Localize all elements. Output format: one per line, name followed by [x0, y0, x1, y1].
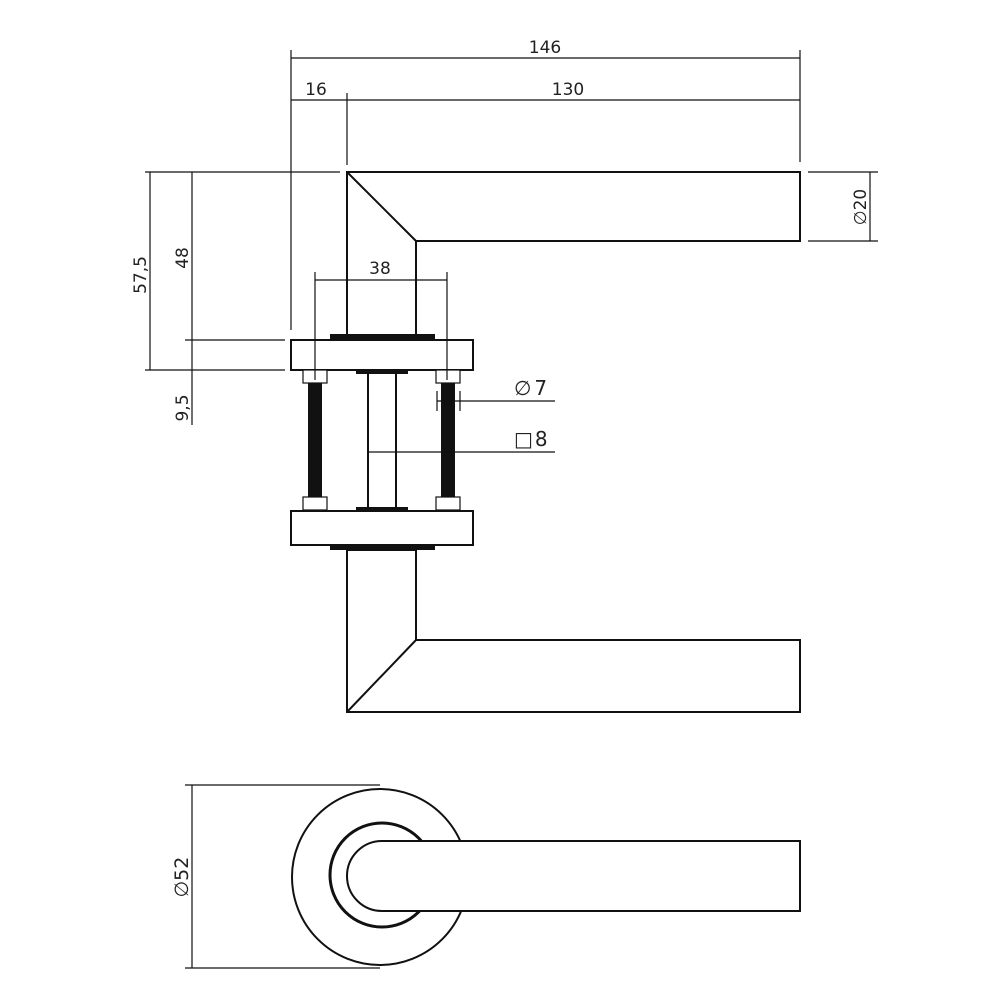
upper-lever: [346, 171, 801, 336]
dimension-lines: [145, 50, 878, 969]
dim-lever-length: 130: [552, 80, 584, 100]
dim-rose-offset: 16: [305, 80, 327, 100]
square-symbol: □: [514, 427, 533, 451]
spindle: [367, 372, 397, 510]
svg-text:∅7: ∅7: [514, 376, 547, 400]
dim-rose-diameter: 52: [171, 857, 193, 881]
dim-rose-height: 9,5: [173, 394, 193, 421]
top-view: [291, 788, 801, 966]
dim-height-lever: 48: [173, 247, 193, 269]
dim-height-total: 57,5: [131, 256, 151, 294]
diameter-symbol: ∅: [851, 210, 871, 225]
dim-lever-diameter: 20: [851, 189, 871, 211]
dim-spindle-square: 8: [535, 427, 548, 451]
dim-bolt-spacing: 38: [369, 259, 391, 279]
diameter-symbol: ∅: [171, 881, 193, 898]
svg-text:∅20: ∅20: [851, 189, 871, 225]
dim-overall-length: 146: [529, 38, 561, 58]
dim-bolt-diameter: 7: [534, 376, 547, 400]
svg-text:∅52: ∅52: [171, 857, 193, 898]
diameter-symbol: ∅: [514, 376, 531, 400]
upper-rose: [290, 334, 474, 374]
lower-rose: [290, 507, 474, 550]
left-bolt: [302, 369, 328, 511]
lower-lever: [346, 549, 801, 713]
right-bolt: [435, 369, 461, 511]
svg-text:□8: □8: [514, 427, 548, 451]
